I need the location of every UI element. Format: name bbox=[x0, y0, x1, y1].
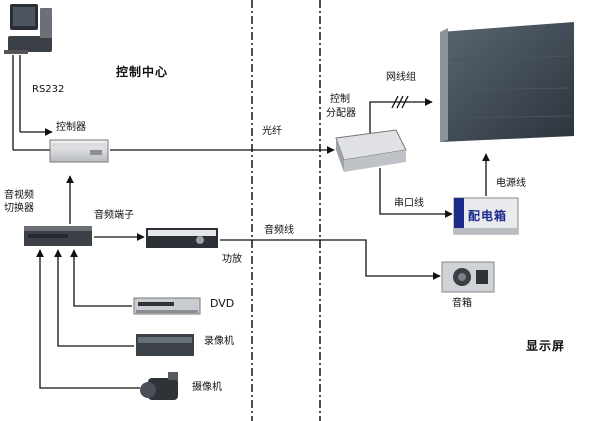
dvd-label: DVD bbox=[210, 297, 235, 310]
region-display-screen: 显示屏 bbox=[526, 339, 566, 353]
serial-line-label: 串口线 bbox=[394, 198, 424, 209]
recorder-line bbox=[54, 249, 134, 347]
speaker-label: 音箱 bbox=[452, 298, 472, 309]
power-box bbox=[453, 197, 519, 235]
controller-label: 控制器 bbox=[56, 122, 86, 133]
av-switcher-label-1: 音视频 bbox=[4, 190, 34, 201]
fiber-label: 光纤 bbox=[262, 126, 282, 137]
amplifier-label: 功放 bbox=[222, 254, 242, 265]
splitter-label-2: 分配器 bbox=[326, 108, 356, 119]
network-tick-3 bbox=[401, 95, 409, 109]
computer-icon bbox=[4, 4, 52, 54]
av-switcher-label-2: 切换器 bbox=[4, 203, 34, 214]
splitter-device bbox=[335, 129, 407, 172]
controller-device bbox=[49, 139, 109, 163]
splitter-label-1: 控制 bbox=[330, 94, 350, 105]
audio-line bbox=[220, 239, 441, 280]
audio-terminal-label: 音频端子 bbox=[94, 210, 134, 221]
audio-line-label: 音频线 bbox=[264, 225, 294, 236]
power-box-label: 配电箱 bbox=[468, 209, 508, 223]
camera-label: 摄像机 bbox=[192, 382, 222, 393]
network-tick-1 bbox=[391, 95, 399, 109]
network-tick-2 bbox=[396, 95, 404, 109]
dvd-line bbox=[70, 249, 132, 307]
dvd-player-device bbox=[133, 297, 201, 315]
av-switcher-device bbox=[24, 226, 92, 246]
region-control-center: 控制中心 bbox=[116, 65, 169, 79]
camera-device bbox=[140, 372, 178, 400]
amplifier-device bbox=[146, 228, 218, 248]
rs232-label: RS232 bbox=[32, 84, 65, 95]
network-cable-label: 网线组 bbox=[386, 72, 416, 83]
serial-line bbox=[379, 168, 453, 218]
recorder-label: 录像机 bbox=[204, 336, 234, 347]
speaker-device bbox=[441, 261, 495, 293]
led-screen bbox=[440, 22, 574, 142]
video-recorder-device bbox=[136, 334, 194, 356]
power-line-label: 电源线 bbox=[496, 178, 526, 189]
network-line bbox=[369, 98, 433, 133]
camera-line bbox=[36, 249, 140, 389]
